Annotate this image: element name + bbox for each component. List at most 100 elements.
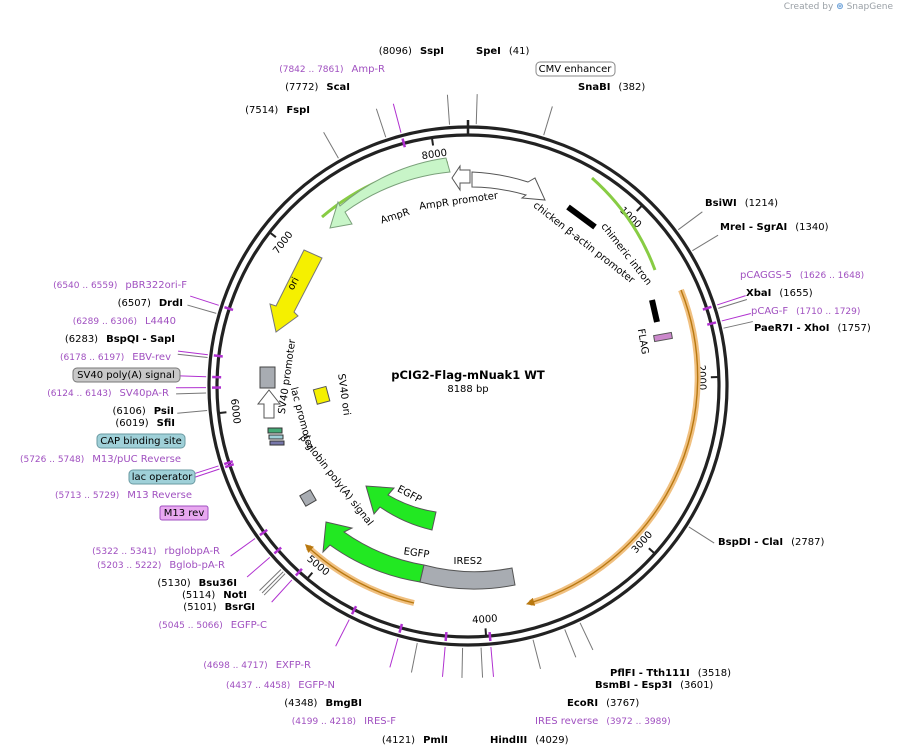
primer-exfp-r: (4698 .. 4717)EXFP-R xyxy=(203,660,311,671)
enzyme-ecoRI: EcoRI(3767) xyxy=(567,698,639,709)
primer-bglob-pa-r: (5203 .. 5222)Bglob-pA-R xyxy=(97,560,225,571)
snapgene-branding: Created by ⊛ SnapGene xyxy=(784,2,893,12)
enzyme-bspDI-claI: BspDI - ClaI(2787) xyxy=(718,537,824,548)
label-flag: FLAG xyxy=(635,328,650,355)
snapgene-logo-icon: ⊛ xyxy=(836,2,844,12)
sv40-ori-feature xyxy=(312,385,331,405)
enzyme-drdI: (6507)DrdI xyxy=(118,298,183,309)
ruler-tick xyxy=(306,571,314,580)
primer-site-mark xyxy=(401,138,407,148)
ruler-tick xyxy=(430,137,435,146)
lac-operator-feature xyxy=(268,434,284,440)
label-sv40-ori: SV40 ori xyxy=(335,373,352,416)
label-sv40-polya: SV40 poly(A) signal xyxy=(77,370,175,381)
bglobin-feature xyxy=(299,489,317,507)
primer-leader-line xyxy=(230,538,256,557)
primer-m13-reverse: (5713 .. 5729)M13 Reverse xyxy=(55,490,192,501)
ruler-tick xyxy=(268,231,277,238)
primer-leader-line xyxy=(490,646,495,677)
enzyme-leader-line xyxy=(718,299,748,309)
enzyme-leader-line xyxy=(723,321,753,329)
primer-leader-line xyxy=(246,556,271,578)
primer-amp-r: (7842 .. 7861)Amp-R xyxy=(279,64,385,75)
primer-site-mark xyxy=(398,623,404,633)
enzyme-mreI-sgrAI: MreI - SgrAI(1340) xyxy=(720,222,829,233)
primer-m13-puc-reverse: (5726 .. 5748)M13/pUC Reverse xyxy=(20,454,181,465)
enzyme-leader-line xyxy=(543,106,553,136)
enzyme-xbaI: XbaI(1655) xyxy=(746,288,813,299)
enzyme-leader-line xyxy=(410,642,418,673)
label-m13-rev: M13 rev xyxy=(164,508,205,519)
enzyme-leader-line xyxy=(579,622,594,651)
primer-leader-line xyxy=(335,619,350,647)
enzyme-speI: SpeI(41) xyxy=(476,46,530,57)
enzyme-hindIII: HindIII(4029) xyxy=(490,735,569,746)
primer-pbr322ori-f: (6540 .. 6559)pBR322ori-F xyxy=(53,280,187,291)
enzyme-leader-line xyxy=(176,392,207,395)
primer-ires-f: (4199 .. 4218)IRES-F xyxy=(292,716,396,727)
primer-leader-line xyxy=(392,103,402,133)
enzyme-leader-line xyxy=(177,353,208,359)
enzyme-labels: SpeI(41) SnaBI(382) BsiWI(1214) MreI - S… xyxy=(65,46,871,746)
primer-egfp-n: (4437 .. 4458)EGFP-N xyxy=(226,680,335,691)
box-sv40-polya xyxy=(72,367,181,383)
enzyme-leader-line xyxy=(480,647,484,678)
created-by-text: Created by xyxy=(783,2,834,12)
enzyme-scaI: (7772)ScaI xyxy=(285,82,350,93)
enzyme-paeR7I-xhoI: PaeR7I - XhoI(1757) xyxy=(754,323,871,334)
primer-rbglobpa-r: (5322 .. 5341)rbglobpA-R xyxy=(92,546,220,557)
primer-leader-line xyxy=(441,646,446,677)
plasmid-name: pCIG2-Flag-mNuak1 WT xyxy=(391,368,545,382)
primer-leader-line xyxy=(271,579,293,603)
enzyme-notI: (5114)NotI xyxy=(182,590,247,601)
enzyme-leader-line xyxy=(688,526,715,544)
orf-arc-main-line xyxy=(525,289,699,606)
snapgene-product-name: SnapGene xyxy=(846,2,893,12)
ruler-label: 4000 xyxy=(472,613,498,626)
leader-lines xyxy=(176,94,753,678)
primer-leader-line xyxy=(716,295,746,306)
ruler-tick xyxy=(635,204,643,212)
enzyme-bsrGI: (5101)BsrGI xyxy=(183,602,255,613)
primer-ires-reverse: IRES reverse(3972 .. 3989) xyxy=(535,716,671,727)
enzyme-leader-line xyxy=(263,573,286,596)
enzyme-bsu36I: (5130)Bsu36I xyxy=(157,578,237,589)
label-cmv-enhancer: CMV enhancer xyxy=(539,64,613,75)
enzyme-bsmBI-esp3I: BsmBI - Esp3I(3601) xyxy=(595,680,713,691)
primer-labels: pCAGGS-5(1626 .. 1648) pCAG-F(1710 .. 17… xyxy=(20,64,864,727)
primer-pcag-f: pCAG-F(1710 .. 1729) xyxy=(751,306,860,317)
ori-feature xyxy=(269,249,323,333)
primer-leader-line xyxy=(190,468,220,479)
box-m13-rev xyxy=(159,505,209,521)
enzyme-leader-line xyxy=(261,571,284,594)
enzyme-bmgBI: (4348)BmgBI xyxy=(284,698,362,709)
enzyme-snaBI: SnaBI(382) xyxy=(578,82,645,93)
label-lac-operator: lac operator xyxy=(132,472,193,483)
egfp-inner-feature xyxy=(365,485,437,531)
enzyme-leader-line xyxy=(692,234,719,252)
orf-arc-chicken-actin xyxy=(591,176,657,271)
primer-site-mark xyxy=(294,567,303,577)
primer-site-mark xyxy=(224,305,234,312)
enzyme-leader-line xyxy=(475,94,478,125)
primer-leader-line xyxy=(176,375,207,378)
boxed-feature-labels: CMV enhancer SV40 poly(A) signal CAP bin… xyxy=(72,61,616,521)
sv40-block xyxy=(259,366,276,389)
orf-arc-egfp-line xyxy=(304,544,415,604)
plasmid-size: 8188 bp xyxy=(447,384,488,395)
chicken-actin-promoter-feature xyxy=(471,171,546,201)
label-bglobin: β-globin poly(A) signal xyxy=(297,433,375,528)
flag-box xyxy=(653,331,673,343)
primer-site-mark xyxy=(259,528,268,537)
primer-ebv-rev: (6178 .. 6197)EBV-rev xyxy=(60,352,171,363)
enzyme-psiI: (6106)PsiI xyxy=(112,406,174,417)
primer-site-mark xyxy=(702,305,712,311)
flag-feature xyxy=(649,299,660,323)
ruler-label: 2000 xyxy=(695,365,707,391)
primer-site-mark xyxy=(213,354,223,358)
label-egfp-outer: EGFP xyxy=(403,546,430,560)
primer-leader-line xyxy=(178,350,208,356)
enzyme-pmlI: (4121)PmlI xyxy=(382,735,448,746)
enzyme-pflFI-tth111I: PflFI - Tth111I(3518) xyxy=(610,668,731,679)
